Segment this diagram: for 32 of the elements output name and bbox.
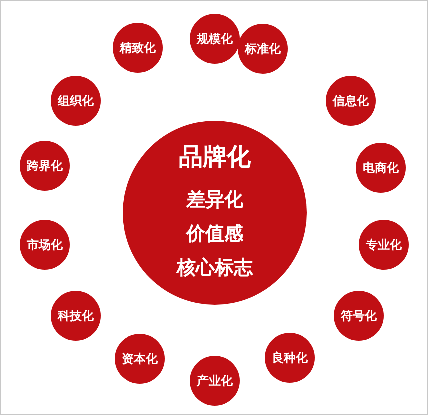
circle <box>51 291 101 341</box>
circle-label: 市场化 <box>27 236 63 254</box>
circle-label: 标准化 <box>245 40 281 58</box>
circle-label: 专业化 <box>366 236 402 254</box>
circle-label: 良种化 <box>272 350 308 366</box>
circle-label: 产业化 <box>197 372 233 390</box>
circle-label: 符号化 <box>341 308 377 324</box>
circle-label: 价值感 <box>186 222 244 247</box>
circle <box>356 143 406 193</box>
circle-title: 品牌化 <box>179 142 251 173</box>
circle-label: 核心标志 <box>177 256 253 281</box>
circle <box>334 291 384 341</box>
circle <box>238 24 288 74</box>
circle <box>20 141 70 191</box>
circle <box>265 333 315 383</box>
circle <box>115 334 165 384</box>
circle-label: 科技化 <box>58 308 94 324</box>
circle-label: 组织化 <box>58 92 94 110</box>
circle-label: 规模化 <box>197 30 233 48</box>
circle <box>326 76 376 126</box>
circle <box>190 14 240 64</box>
circle-label: 电商化 <box>363 160 399 176</box>
circle <box>190 356 240 406</box>
circle <box>359 220 409 270</box>
circle-label: 差异化 <box>186 188 244 213</box>
circle <box>20 220 70 270</box>
circle-label: 信息化 <box>333 92 369 110</box>
circle-label: 跨界化 <box>27 158 63 174</box>
circle-label: 资本化 <box>122 350 158 368</box>
circle <box>51 76 101 126</box>
circle-label: 精致化 <box>120 40 156 56</box>
circle <box>113 23 163 73</box>
